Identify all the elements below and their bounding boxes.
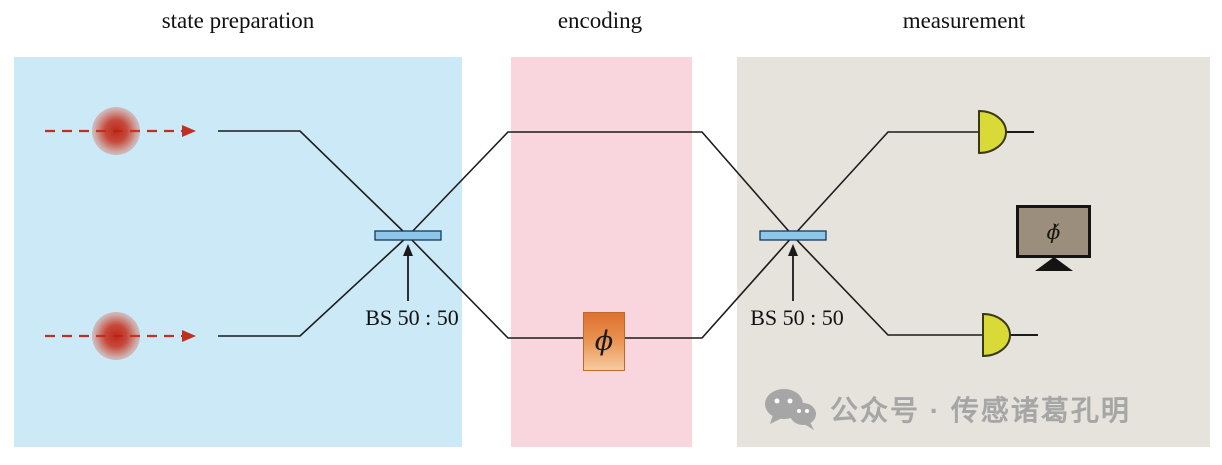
- wechat-icon: [765, 389, 816, 430]
- optical-path-mid-top: [407, 131, 794, 237]
- watermark: 公众号 · 传感诸葛孔明: [760, 386, 1131, 432]
- panel-encoding: [511, 57, 692, 447]
- input-beam-top-arrowhead-icon: [182, 125, 196, 137]
- phase-symbol: ϕ: [594, 326, 614, 357]
- optical-path-out-bottom: [792, 235, 983, 336]
- input-beam-bottom-arrowhead-icon: [182, 330, 196, 342]
- panel-state-preparation: [14, 57, 462, 447]
- section-label-state-preparation: state preparation: [161, 8, 315, 33]
- bs1-pointer-arrowhead-icon: [403, 244, 413, 256]
- photodetector-icon-bottom: [982, 312, 1011, 358]
- monitor-estimate-symbol: ϕ̌: [1046, 219, 1061, 244]
- bs2-label: BS 50 : 50: [750, 305, 844, 330]
- optical-path-out-top: [792, 131, 979, 237]
- beam-splitter-icon-2: [759, 230, 827, 241]
- bs2-pointer-arrowhead-icon: [788, 244, 798, 256]
- computer-monitor-icon: ϕ̌: [1016, 205, 1091, 258]
- section-label-measurement: measurement: [902, 8, 1026, 33]
- bs1-label: BS 50 : 50: [365, 305, 459, 330]
- photon-source-icon-top: [92, 107, 140, 155]
- optical-path-in-bottom: [218, 235, 409, 337]
- phase-shifter-icon: ϕ: [583, 312, 625, 371]
- photodetector-icon-top: [978, 109, 1007, 155]
- watermark-text: 公众号 · 传感诸葛孔明: [830, 395, 1131, 426]
- beam-splitter-icon-1: [374, 230, 442, 241]
- section-label-encoding: encoding: [557, 8, 643, 33]
- photon-source-icon-bottom: [92, 312, 140, 360]
- panel-measurement: [737, 57, 1210, 447]
- optical-path-in-top: [218, 130, 409, 237]
